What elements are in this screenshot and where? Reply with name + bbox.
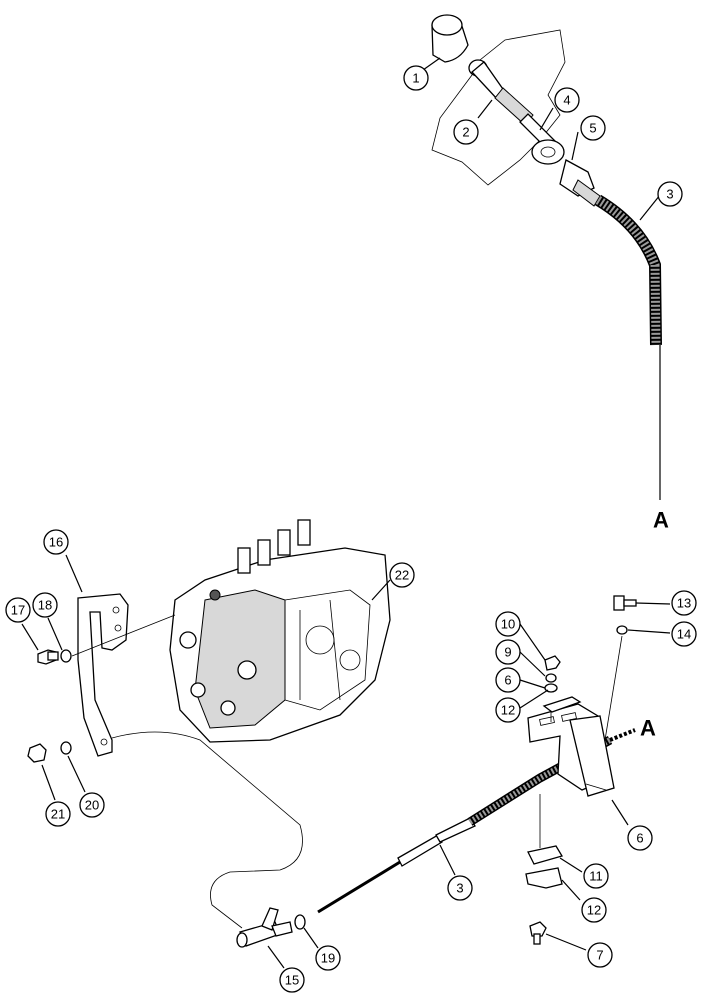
callout-label: 11 bbox=[589, 869, 603, 884]
callout-label: 14 bbox=[677, 627, 691, 642]
throttle-cable-upper bbox=[594, 194, 662, 500]
knob-cap bbox=[431, 14, 469, 63]
callout-label: 21 bbox=[51, 807, 65, 822]
callout-label: 9 bbox=[504, 645, 511, 660]
clamp-12-lower bbox=[525, 867, 563, 889]
callout-label: 10 bbox=[501, 617, 515, 632]
bolt-13 bbox=[613, 595, 637, 611]
callout-22: 22 bbox=[389, 562, 415, 588]
injection-pump bbox=[169, 519, 391, 743]
clamp-11 bbox=[527, 845, 563, 865]
nut-10 bbox=[544, 655, 561, 671]
callout-11: 11 bbox=[583, 863, 609, 889]
callout-label: 6 bbox=[636, 831, 643, 846]
cable-bracket-6 bbox=[527, 703, 615, 797]
callout-12-lower: 12 bbox=[581, 897, 607, 923]
washer-9 bbox=[545, 673, 557, 683]
callout-label: 4 bbox=[563, 93, 570, 108]
leader-12a bbox=[519, 689, 549, 709]
callout-15: 15 bbox=[279, 967, 305, 993]
reference-marker-lower: A bbox=[640, 716, 656, 741]
callout-label: 16 bbox=[49, 535, 63, 550]
leader-17 bbox=[21, 623, 39, 651]
callout-label: 15 bbox=[285, 973, 299, 988]
callout-3-upper: 3 bbox=[657, 181, 683, 207]
leader-15 bbox=[267, 945, 285, 969]
callout-label: 7 bbox=[596, 948, 603, 963]
leader-21 bbox=[41, 764, 56, 801]
callout-14: 14 bbox=[671, 621, 697, 647]
callout-7: 7 bbox=[587, 942, 613, 968]
cable-routing-line bbox=[111, 731, 303, 929]
leader-14 bbox=[627, 629, 671, 634]
callout-label: 2 bbox=[462, 125, 469, 140]
callout-9: 9 bbox=[495, 639, 521, 665]
leader-12b bbox=[561, 879, 581, 901]
callout-21: 21 bbox=[45, 801, 71, 827]
callout-1: 1 bbox=[403, 65, 429, 91]
leader-20 bbox=[67, 755, 86, 793]
callout-label: 12 bbox=[587, 903, 601, 918]
leader-11 bbox=[559, 857, 583, 873]
alignment-line-18 bbox=[71, 614, 176, 657]
callout-label: 6 bbox=[504, 673, 511, 688]
leader-6a bbox=[519, 679, 546, 689]
callout-12-upper: 12 bbox=[495, 697, 521, 723]
callout-3-lower: 3 bbox=[447, 875, 473, 901]
callout-10: 10 bbox=[495, 611, 521, 637]
callout-4: 4 bbox=[554, 87, 580, 113]
bolt-17 bbox=[37, 649, 59, 665]
leader-3b bbox=[439, 844, 456, 876]
callout-5: 5 bbox=[580, 115, 606, 141]
leader-22 bbox=[371, 579, 391, 601]
leader-13 bbox=[635, 602, 671, 605]
knob-shaft bbox=[468, 59, 559, 153]
callout-18: 18 bbox=[32, 592, 58, 618]
reference-marker-upper: A bbox=[653, 508, 669, 533]
callout-label: 18 bbox=[38, 598, 52, 613]
throttle-cable-lower bbox=[317, 728, 636, 914]
callout-label: 5 bbox=[589, 121, 596, 136]
nut-4 bbox=[531, 139, 565, 165]
leader-9 bbox=[519, 651, 546, 677]
dash-panel-outline bbox=[431, 29, 566, 186]
bolt-7 bbox=[529, 921, 547, 945]
nut-5 bbox=[559, 159, 601, 207]
callout-20: 20 bbox=[79, 792, 105, 818]
alignment-line-14 bbox=[604, 635, 623, 741]
bracket-16 bbox=[77, 593, 129, 757]
callout-2: 2 bbox=[453, 119, 479, 145]
leader-16 bbox=[65, 554, 83, 593]
callout-13: 13 bbox=[671, 590, 697, 616]
leader-6b bbox=[611, 799, 629, 826]
callout-label: 12 bbox=[501, 703, 515, 718]
leader-18 bbox=[47, 617, 63, 651]
nut-21 bbox=[27, 743, 47, 763]
leader-19 bbox=[303, 927, 319, 949]
callout-17: 17 bbox=[5, 597, 31, 623]
leader-7 bbox=[545, 933, 587, 951]
leader-10 bbox=[519, 623, 546, 661]
callout-16: 16 bbox=[43, 529, 69, 555]
callout-label: 22 bbox=[395, 568, 409, 583]
callout-label: 3 bbox=[456, 881, 463, 896]
callout-19: 19 bbox=[315, 945, 341, 971]
washer-20 bbox=[60, 741, 72, 755]
callout-6-upper: 6 bbox=[495, 667, 521, 693]
washer-18 bbox=[60, 649, 72, 663]
callout-label: 20 bbox=[85, 798, 99, 813]
upper-leaders bbox=[422, 57, 661, 221]
clamp-12-upper bbox=[542, 696, 582, 713]
callout-label: 3 bbox=[666, 187, 673, 202]
callout-label: 17 bbox=[11, 603, 25, 618]
washer-14 bbox=[616, 625, 628, 635]
nut-19 bbox=[294, 914, 306, 930]
callout-label: 1 bbox=[412, 71, 419, 86]
callout-label: 13 bbox=[677, 596, 691, 611]
lever-15 bbox=[236, 907, 293, 948]
callout-label: 19 bbox=[321, 951, 335, 966]
callout-6-lower: 6 bbox=[627, 825, 653, 851]
